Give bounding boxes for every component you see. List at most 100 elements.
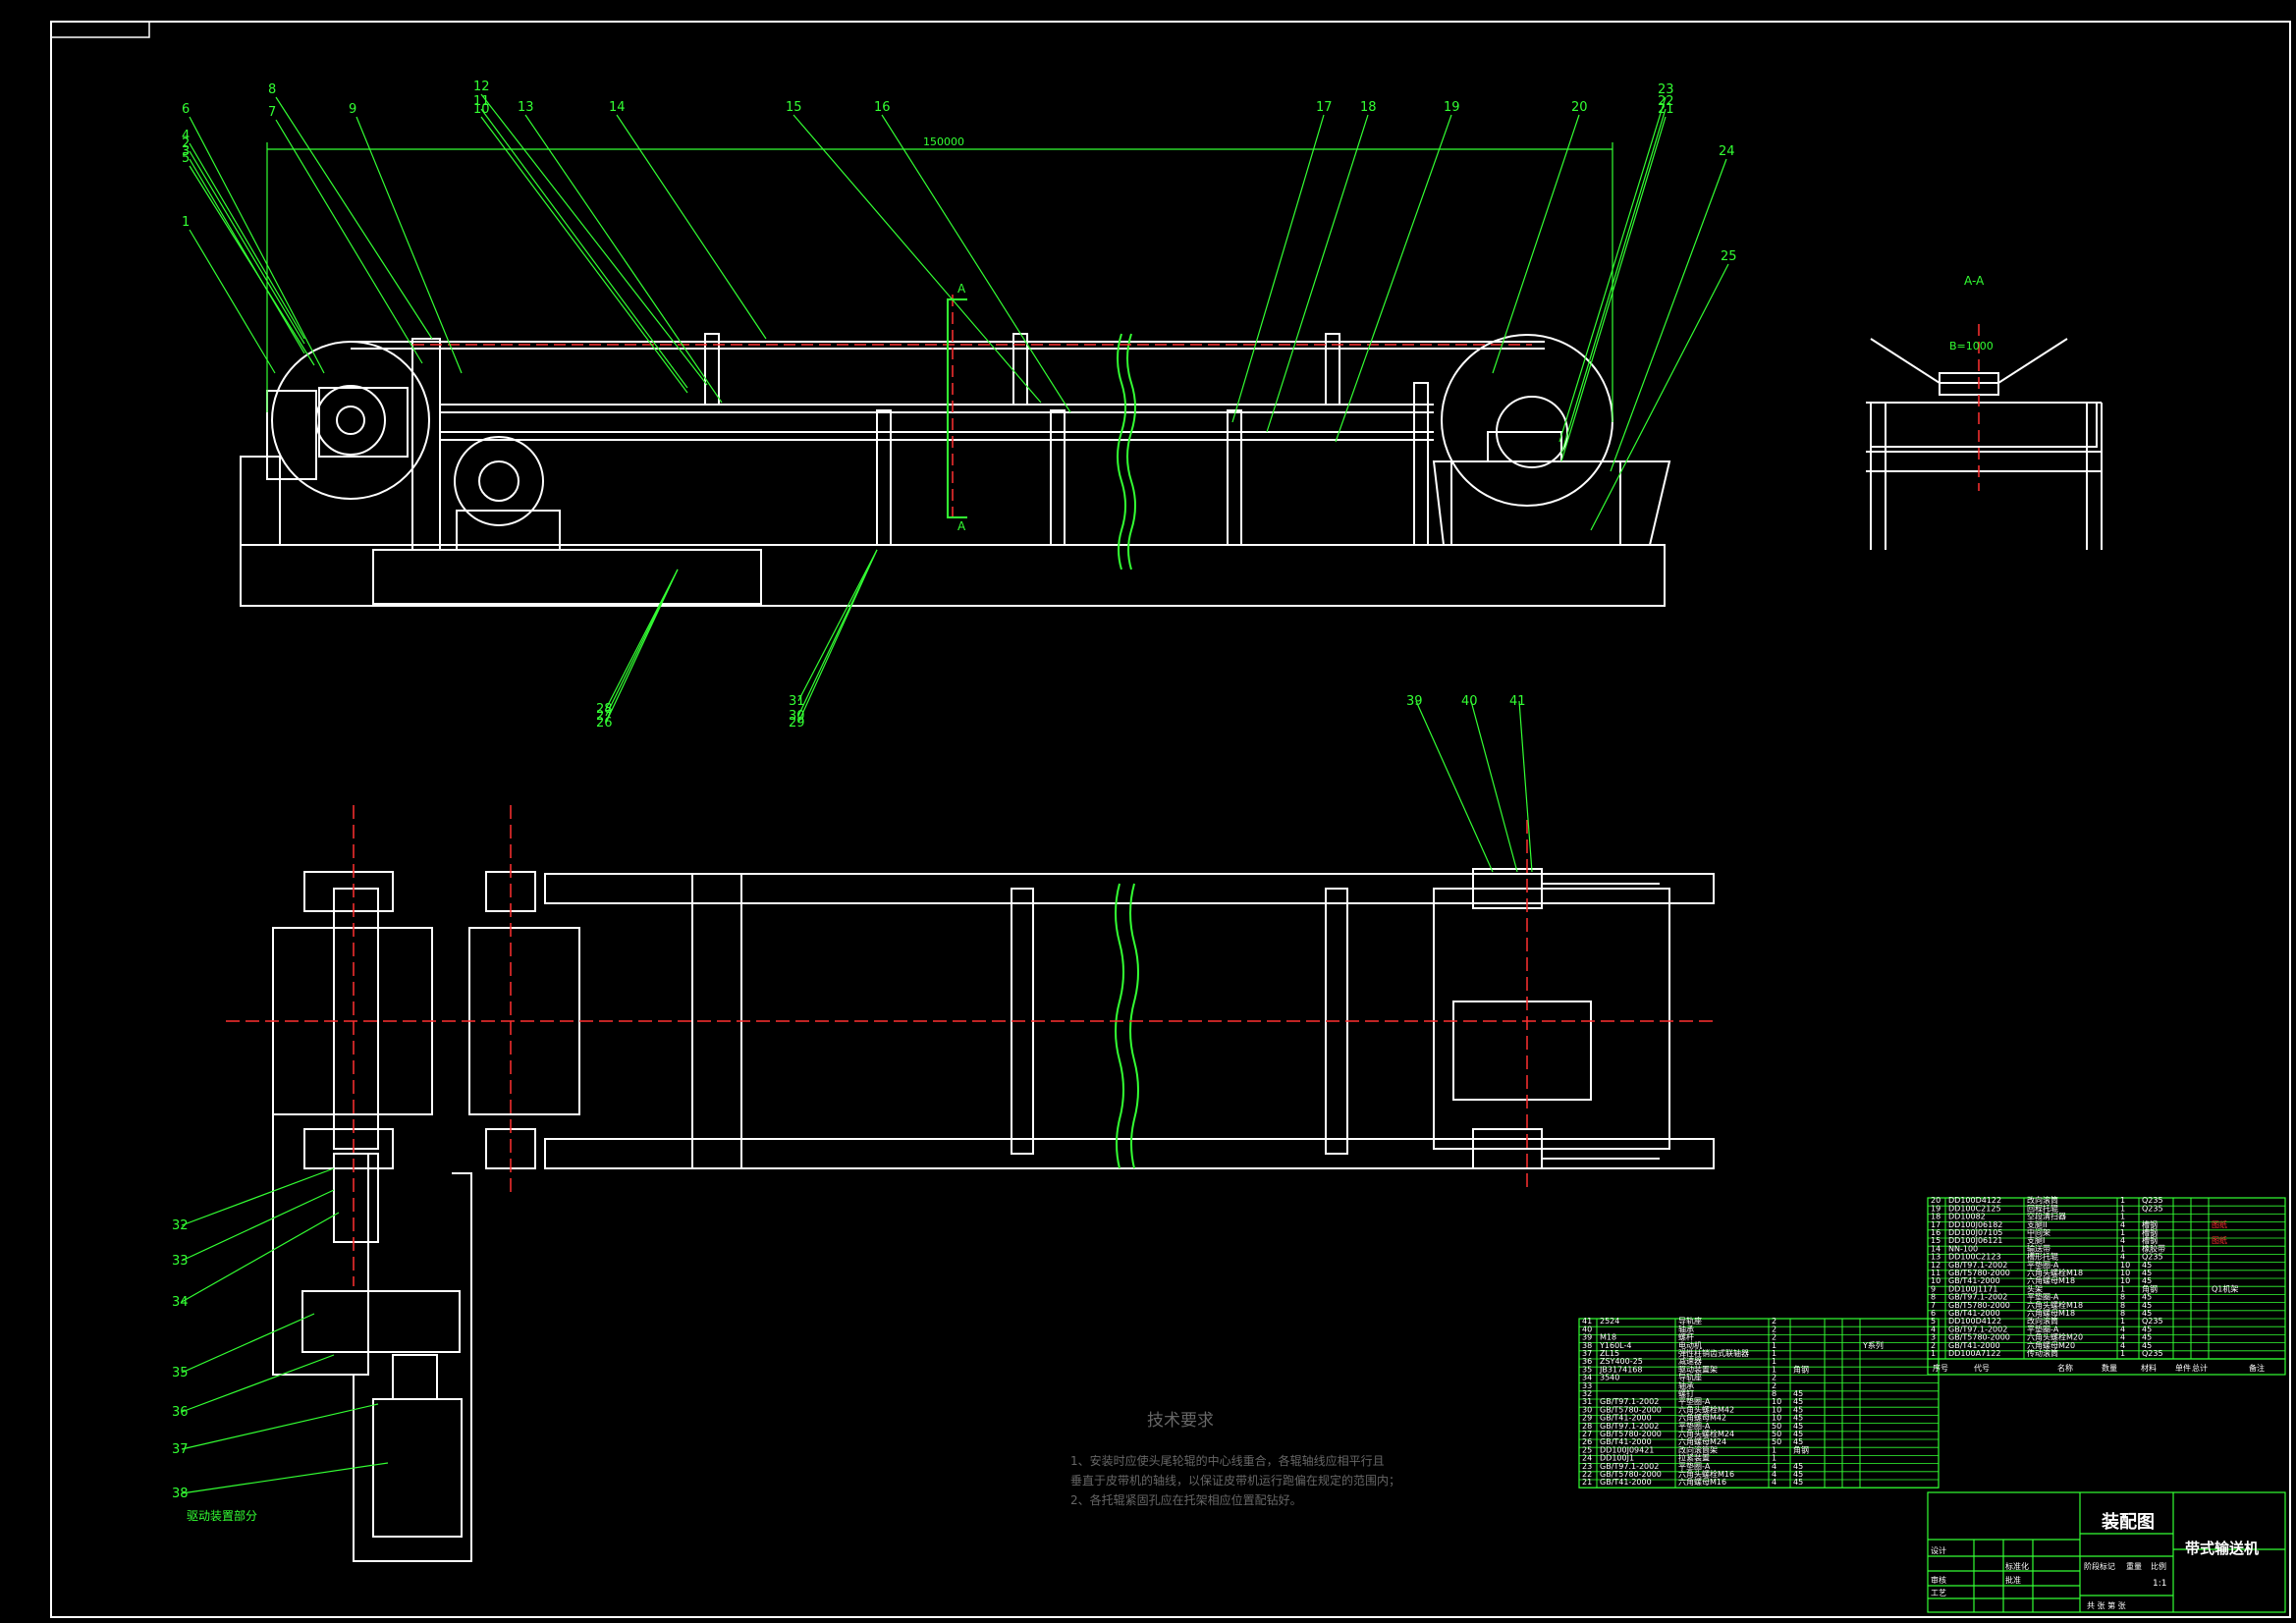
- bom-cell: 10: [2120, 1276, 2130, 1285]
- balloon-16: 16: [874, 100, 891, 115]
- bom-cell: GB/T41-2000: [1600, 1414, 1652, 1423]
- tech-req-title: 技术要求: [1147, 1411, 1214, 1431]
- leader-line-7: [275, 119, 423, 364]
- bom-cell: 45: [1793, 1437, 1803, 1446]
- balloon-35: 35: [172, 1366, 189, 1380]
- bom-cell: 50: [1772, 1422, 1781, 1431]
- bom-cell: 45: [2142, 1269, 2152, 1277]
- bom-cell: 27: [1582, 1430, 1592, 1438]
- bom-cell: 六角螺母M18: [2027, 1308, 2075, 1318]
- leader-line-36: [181, 1354, 335, 1413]
- bom-cell: Y160L-4: [1599, 1341, 1631, 1350]
- bom-cell: 45: [2142, 1301, 2152, 1310]
- balloon-28: 28: [596, 702, 613, 717]
- bom-cell: 1: [2120, 1213, 2125, 1221]
- balloon-39: 39: [1406, 694, 1423, 709]
- side-view: [240, 333, 1671, 607]
- bom-cell: 33: [1582, 1381, 1592, 1390]
- balloon-4: 4: [182, 129, 190, 143]
- sheet-border-outer: [50, 21, 2291, 1618]
- leader-line-19: [1335, 114, 1452, 443]
- bom-cell: GB/T41-2000: [1600, 1478, 1652, 1487]
- bom-cell: 45: [1793, 1422, 1803, 1431]
- bom-cell: 45: [2142, 1293, 2152, 1302]
- bom-cell: 2: [1772, 1374, 1777, 1382]
- bom-cell: 4: [2120, 1325, 2125, 1333]
- leader-line-15: [793, 114, 1042, 404]
- bom-cell: Q235: [2142, 1253, 2163, 1262]
- leader-line-28: [605, 568, 679, 710]
- leader-line-3: [189, 158, 305, 354]
- bom-cell: 36: [1582, 1357, 1592, 1366]
- leader-line-11: [480, 108, 688, 389]
- leader-line-22: [1560, 108, 1667, 455]
- tech-req-line-1: 1、安装时应使头尾轮辊的中心线重合，各辊轴线应相平行且: [1070, 1453, 1385, 1468]
- bom-cell: 2: [1772, 1381, 1777, 1390]
- balloon-2: 2: [182, 136, 190, 151]
- bom-cell: GB/T5780-2000: [1948, 1301, 2010, 1310]
- bom-cell: 45: [1793, 1405, 1803, 1414]
- bom-cell: 11: [1931, 1269, 1941, 1277]
- bom-cell: 1: [1772, 1454, 1777, 1463]
- balloon-37: 37: [172, 1442, 189, 1457]
- bom-cell: 50: [1772, 1430, 1781, 1438]
- bom-cell: 30: [1582, 1405, 1592, 1414]
- balloon-32: 32: [172, 1218, 189, 1233]
- belt-width-label: B=1000: [1949, 340, 1994, 352]
- bom-cell: 回程托辊: [2027, 1203, 2058, 1213]
- bom-cell: 45: [1793, 1414, 1803, 1423]
- balloon-22: 22: [1658, 94, 1674, 109]
- bom-cell: DD10082: [1948, 1213, 1986, 1221]
- leader-line-2: [189, 150, 305, 345]
- plan-break-mark-2: [1129, 883, 1139, 1169]
- section-mark-top: A: [957, 282, 966, 296]
- plan-break-mark: [1115, 883, 1124, 1169]
- bom-cell: 支腿II: [2027, 1219, 2048, 1229]
- bom-cell: 1: [1931, 1349, 1936, 1358]
- leader-line-18: [1266, 114, 1369, 433]
- balloon-12: 12: [473, 80, 490, 94]
- bom-cell: 3: [1931, 1333, 1936, 1342]
- leader-line-31: [797, 549, 878, 702]
- bom-cell: 45: [1793, 1397, 1803, 1406]
- bom-cell: DD100J07105: [1948, 1228, 2002, 1237]
- bom-cell: 45: [2142, 1341, 2152, 1350]
- bom-cell: DD100C2123: [1948, 1253, 2001, 1262]
- bom-cell: 6: [1931, 1309, 1936, 1318]
- bom-cell: 45: [1793, 1462, 1803, 1471]
- section-aa-view: [1866, 338, 2103, 550]
- bom-cell: 41: [1582, 1317, 1592, 1325]
- bom-cell: 1: [1772, 1341, 1777, 1350]
- leader-line-39: [1415, 700, 1494, 873]
- bom-cell: 1: [1772, 1357, 1777, 1366]
- bom-cell: 23: [1582, 1462, 1592, 1471]
- bom-cell: 8: [2120, 1293, 2125, 1302]
- bom-cell: 32: [1582, 1389, 1592, 1398]
- bom-cell: GB/T5780-2000: [1948, 1269, 2010, 1277]
- bom-cell: 38: [1582, 1341, 1592, 1350]
- bom-cell: 45: [1793, 1470, 1803, 1479]
- bom-cell: 2: [1772, 1333, 1777, 1342]
- bom-cell: DD100C2125: [1948, 1204, 2001, 1213]
- bom-cell: 35: [1582, 1365, 1592, 1374]
- bom-cell: GB/T41-2000: [1948, 1276, 2000, 1285]
- leader-line-1: [189, 229, 276, 374]
- bom-cell: 轴承: [1678, 1380, 1694, 1390]
- bom-cell: 平垫圈-A: [2027, 1324, 2059, 1333]
- bom-cell: DD100J09421: [1600, 1445, 1654, 1454]
- bom-cell: 拉紧装置: [1678, 1453, 1710, 1463]
- bom-cell: 槽钢: [2142, 1235, 2158, 1245]
- bom-cell: 12: [1931, 1261, 1941, 1270]
- bom-cell: 22: [1582, 1470, 1592, 1479]
- belt-centerline: [412, 295, 1532, 520]
- total-length-dimension: [266, 142, 1613, 422]
- balloon-33: 33: [172, 1254, 189, 1269]
- bom-cell: 2: [1772, 1325, 1777, 1333]
- bom-cell: 六角螺母M24: [1678, 1436, 1726, 1446]
- bom-cell: 传动滚筒: [2027, 1348, 2058, 1358]
- bom-cell: GB/T5780-2000: [1948, 1333, 2010, 1342]
- bom-header-cell: 序号: [1933, 1363, 1948, 1373]
- bom-cell: GB/T5780-2000: [1600, 1405, 1662, 1414]
